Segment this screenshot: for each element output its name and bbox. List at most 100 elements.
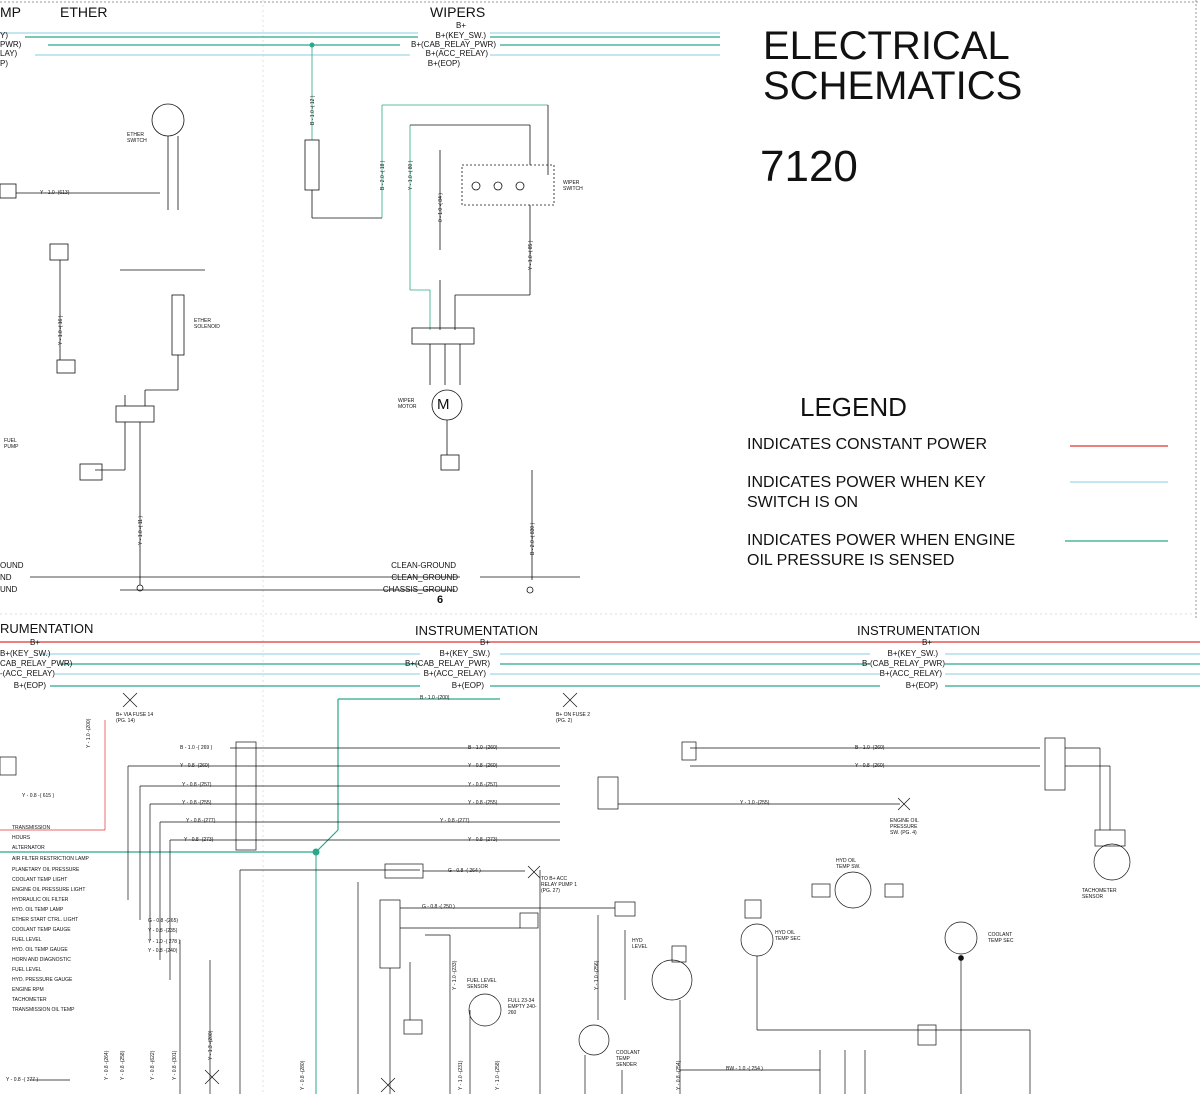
wire-code: Y - 0.8 -(301) [172,1050,178,1080]
wire-code: Y - 0.8 -(260) [855,763,885,769]
bus-label: B+ [479,638,490,647]
component-label: COOLANT TEMP SENDER [616,1050,641,1068]
wire-code: G - 0.8 -( 264 ) [448,868,481,874]
instrumentation-circuit [0,692,1131,1094]
component-label: TO B+ ACC RELAY PUMP 1 (PG. 27) [541,876,577,894]
instrument-label: HYD. PRESSURE GAUGE [12,977,73,983]
bus-label: B+ [29,638,40,647]
instrument-label: ENGINE OIL PRESSURE LIGHT [12,887,86,893]
section-header-instrumentation: INSTRUMENTATION [415,623,539,638]
model-number: 7120 [760,142,858,191]
section-header-instrumentation: INSTRUMENTATION [857,623,981,638]
wire-code: Y - 0.8 -(240) [148,948,178,954]
bus-label-fragment: Y) [0,31,8,40]
wiper-circuit [304,45,555,580]
fuel-pump-label: FUEL PUMP [4,438,19,450]
bus-label-fragment: PWR) [0,40,22,49]
wiper-switch-label: WIPER SWITCH [563,180,583,192]
bus-label: B+(KEY_SW.) [887,649,938,658]
bus-label: B+ [455,21,466,30]
section-header-instrumentation: RUMENTATION [0,621,94,636]
section-header-wipers: WIPERS [430,4,486,20]
ether-solenoid-label: ETHER SOLENOID [194,318,220,330]
bus-label-fragment: P) [0,59,8,68]
ground-label-fragment: UND [0,585,18,594]
section-header-left: MP [0,4,21,20]
section-header-ether: ETHER [60,4,108,20]
instrument-label: FUEL LEVEL [12,967,42,973]
wire-code: Y - 0.8 -(257) [468,782,498,788]
ether-switch-label: ETHER SWITCH [127,132,147,144]
wire-code: Y - 0.8 -(260) [180,763,210,769]
wire-code: G - 0.8 -( 250 ) [422,904,455,910]
instrument-label: TRANSMISSION [12,825,51,831]
instrument-label: HOURS [12,835,31,841]
top-bus-lines [0,32,720,56]
wire-code: Y - 0.8 -(273) [184,837,214,843]
legend-item-text: SWITCH IS ON [747,494,859,511]
wire-code: B - 1.0 -(260) [468,745,498,751]
wire-code: Y - 0.8 -(257) [182,782,212,788]
wire-code: Y - 1.0 -( 85 ) [528,240,534,270]
wire-code: Y - 1.0 -( 278 ) [148,939,181,945]
legend-item-text: INDICATES POWER WHEN KEY [747,474,986,491]
wire-code: Y - 1.0 -( 16 ) [58,315,64,345]
bus-label: B+(KEY_SW.) [435,31,486,40]
bus-label: B+(EOP) [13,681,46,690]
component-label: HYD OIL TEMP SEC [775,930,801,942]
wire-code: Y - 0.8 -(277) [440,818,470,824]
wire-code: B - 1.0 -( 269 ) [180,745,213,751]
instrument-label: FUEL LEVEL [12,937,42,943]
motor-symbol: M [437,396,450,413]
wire-code: Y - 0.8 -( 377 ) [6,1077,39,1083]
bus-label: B-(CAB_RELAY_PWR) [862,659,945,668]
instrument-label: COOLANT TEMP LIGHT [12,877,68,883]
instrument-label: COOLANT TEMP GAUGE [12,927,71,933]
bus-label: B+ [921,638,932,647]
component-label: HYD LEVEL [632,938,648,950]
component-label: FULL 23-34 EMPTY 240-260 [508,998,537,1016]
wire-code: Y - 0.8 -(254) [676,1060,682,1090]
wire-code: Y - 1.0 -( 11 ) [138,516,144,545]
ground-label-fragment: OUND [0,561,24,570]
wire-code: Y - 0.8 -(280) [300,1060,306,1090]
wire-code: B - 2.0 -( 18 ) [380,160,386,190]
component-label: FUEL LEVEL SENSOR [467,978,497,990]
wire-code: Y - 0.8 -(260) [468,763,498,769]
component-label: COOLANT TEMP SEC [988,932,1014,944]
wire-code: Y - 0.8 -(258) [120,1050,126,1080]
bus-label: -(ACC_RELAY) [0,669,55,678]
wire-code: Y - 0.8 -(277) [186,818,216,824]
legend-heading: LEGEND [800,392,907,422]
page-number: 6 [437,594,444,606]
bus-label: B+(ACC_RELAY) [425,49,488,58]
ground-label: CLEAN_GROUND [391,573,458,582]
wire-code: 0 - 1.0 -( 84 ) [438,193,444,222]
bus-label: B+(ACC_RELAY) [879,669,942,678]
component-label: HYD OIL TEMP SW. [836,858,861,870]
wire-code: Y - 1.3 -(200) [208,1030,214,1060]
wire-code: Y - 0.8 -( 615 ) [22,793,55,799]
instrument-label: HYD. OIL TEMP GAUGE [12,947,68,953]
wire-code: Y - 0.8 -(255) [468,800,498,806]
instrument-label: TACHOMETER [12,997,47,1003]
wire-code: Y - 0.8 -(235) [148,928,178,934]
instrument-label: AIR FILTER RESTRICTION LAMP [12,856,89,862]
wire-code: Y - 1.0 -( 80 ) [408,160,414,190]
wire-code: G - 0.8 -(265) [148,918,179,924]
bus-label: CAB_RELAY_PWR) [0,659,73,668]
instrument-label: TRANSMISSION OIL TEMP [12,1007,75,1013]
wire-code: Y - 1.0 -(200) [86,718,92,748]
bus-label: B+(CAB_RELAY_PWR) [411,40,496,49]
wire-code: Y - 0.8 -(622) [150,1050,156,1080]
legend-item-text: INDICATES CONSTANT POWER [747,436,988,453]
bus-label: B+(EOP) [905,681,938,690]
wire-code: BW - 1.0 -( 254 ) [726,1066,763,1072]
wire-code: B - 1.0 -(260) [855,745,885,751]
bus-label: B+(EOP) [427,59,460,68]
instrument-label: ETHER START CTRL. LIGHT [12,917,79,923]
wire-code: Y - 1.0 -(233) [452,960,458,990]
component-label: B+ ON FUSE 2 (PG. 2) [556,712,591,724]
wiper-motor-label: WIPER MOTOR [398,398,417,410]
